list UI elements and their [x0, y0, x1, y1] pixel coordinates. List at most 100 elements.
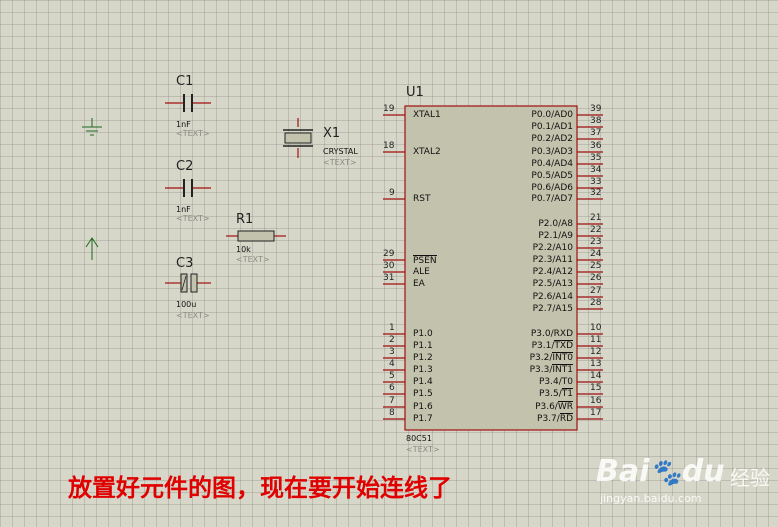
- u1-pin-24-name: P2.3/A11: [532, 255, 573, 265]
- u1-pin-25-number: 25: [590, 261, 602, 271]
- r1-ref-label: R1: [236, 212, 254, 227]
- u1-pin-10-name: P3.0/RXD: [530, 329, 573, 339]
- u1-pin-27-name: P2.6/A14: [532, 292, 573, 302]
- r1-text-placeholder: <TEXT>: [236, 255, 270, 264]
- u1-pin-37-name: P0.2/AD2: [531, 134, 573, 144]
- x1-text-placeholder: <TEXT>: [323, 158, 357, 167]
- u1-pin-24-number: 24: [590, 249, 602, 259]
- u1-pin-12-number: 12: [590, 347, 602, 357]
- u1-pin-14-number: 14: [590, 371, 602, 381]
- u1-pin-32-number: 32: [590, 188, 602, 198]
- paw-icon: 🐾: [649, 458, 682, 488]
- u1-value-label: 80C51: [406, 434, 432, 443]
- u1-pin-16-name: P3.6/WR: [535, 401, 573, 412]
- u1-pin-12-name: P3.2/INT0: [529, 352, 573, 363]
- u1-pin-4-name: P1.3: [413, 365, 433, 375]
- u1-pin-26-name: P2.5/A13: [532, 279, 573, 289]
- u1-pin-34-number: 34: [590, 165, 602, 175]
- u1-pin-23-name: P2.2/A10: [532, 243, 573, 253]
- u1-pin-27-number: 27: [590, 286, 602, 296]
- u1-pin-22-number: 22: [590, 225, 602, 235]
- resistor-r1-symbol[interactable]: [226, 230, 286, 242]
- u1-pin-28-number: 28: [590, 298, 602, 308]
- r1-value-label: 10k: [236, 245, 251, 254]
- instruction-caption: 放置好元件的图，现在要开始连线了: [68, 474, 452, 502]
- u1-pin-31-name: EA: [413, 279, 425, 289]
- watermark-brand: 经验: [730, 466, 770, 490]
- u1-pin-lines: [383, 114, 603, 420]
- c1-ref-label: C1: [176, 74, 194, 89]
- u1-pin-9-number: 9: [389, 188, 395, 198]
- u1-pin-9-name: RST: [413, 194, 431, 204]
- u1-chip-body[interactable]: [404, 105, 578, 431]
- u1-ref-label: U1: [406, 85, 424, 100]
- power-terminal-icon[interactable]: [85, 237, 99, 260]
- u1-pin-35-number: 35: [590, 153, 602, 163]
- u1-pin-13-name: P3.3/INT1: [529, 364, 573, 375]
- u1-pin-7-number: 7: [389, 396, 395, 406]
- c1-text-placeholder: <TEXT>: [176, 129, 210, 138]
- u1-pin-30-name: ALE: [413, 267, 430, 277]
- u1-pin-37-number: 37: [590, 128, 602, 138]
- u1-pin-13-number: 13: [590, 359, 602, 369]
- u1-pin-29-number: 29: [383, 249, 395, 259]
- u1-pin-4-number: 4: [389, 359, 395, 369]
- u1-pin-6-name: P1.5: [413, 389, 433, 399]
- u1-pin-21-name: P2.0/A8: [538, 219, 573, 229]
- u1-pin-30-number: 30: [383, 261, 395, 271]
- u1-pin-2-name: P1.1: [413, 341, 433, 351]
- u1-pin-29-name: PSEN: [413, 255, 437, 266]
- u1-pin-3-name: P1.2: [413, 353, 433, 363]
- c3-value-label: 100u: [176, 300, 197, 309]
- u1-pin-17-name: P3.7/RD: [537, 413, 573, 424]
- u1-pin-1-number: 1: [389, 323, 395, 333]
- c1-value-label: 1nF: [176, 120, 191, 129]
- capacitor-c3-symbol[interactable]: [165, 273, 211, 293]
- u1-pin-5-number: 5: [389, 371, 395, 381]
- ground-icon[interactable]: [82, 118, 102, 136]
- capacitor-c2-symbol[interactable]: [165, 179, 211, 197]
- c2-ref-label: C2: [176, 159, 194, 174]
- u1-pin-32-name: P0.7/AD7: [531, 194, 573, 204]
- u1-pin-15-number: 15: [590, 383, 602, 393]
- u1-pin-8-name: P1.7: [413, 414, 433, 424]
- u1-text-placeholder: <TEXT>: [406, 445, 440, 454]
- u1-pin-33-name: P0.6/AD6: [531, 183, 573, 193]
- capacitor-c1-symbol[interactable]: [165, 94, 211, 112]
- u1-pin-35-name: P0.4/AD4: [531, 159, 573, 169]
- watermark-logo: Bai🐾du: [596, 454, 725, 489]
- u1-pin-10-number: 10: [590, 323, 602, 333]
- u1-pin-34-name: P0.5/AD5: [531, 171, 573, 181]
- u1-pin-7-name: P1.6: [413, 402, 433, 412]
- u1-pin-39-name: P0.0/AD0: [531, 110, 573, 120]
- u1-pin-23-number: 23: [590, 237, 602, 247]
- u1-pin-19-name: XTAL1: [413, 110, 441, 120]
- u1-pin-38-number: 38: [590, 116, 602, 126]
- u1-pin-14-name: P3.4/T0: [539, 377, 573, 387]
- c2-text-placeholder: <TEXT>: [176, 214, 210, 223]
- u1-pin-1-name: P1.0: [413, 329, 433, 339]
- crystal-x1-symbol[interactable]: [283, 118, 313, 158]
- u1-pin-36-name: P0.3/AD3: [531, 147, 573, 157]
- u1-pin-18-name: XTAL2: [413, 147, 441, 157]
- u1-pin-38-name: P0.1/AD1: [531, 122, 573, 132]
- c3-text-placeholder: <TEXT>: [176, 311, 210, 320]
- u1-pin-18-number: 18: [383, 141, 395, 151]
- watermark-url: jingyan.baidu.com: [600, 492, 702, 505]
- u1-pin-19-number: 19: [383, 104, 395, 114]
- u1-pin-25-name: P2.4/A12: [532, 267, 573, 277]
- u1-pin-3-number: 3: [389, 347, 395, 357]
- u1-pin-11-name: P3.1/TXD: [531, 340, 573, 351]
- u1-pin-26-number: 26: [590, 273, 602, 283]
- c2-value-label: 1nF: [176, 205, 191, 214]
- u1-pin-33-number: 33: [590, 177, 602, 187]
- baidu-jingyan-watermark: Bai🐾du 经验 jingyan.baidu.com: [596, 440, 776, 518]
- u1-pin-8-number: 8: [389, 408, 395, 418]
- x1-value-label: CRYSTAL: [323, 147, 358, 156]
- u1-pin-21-number: 21: [590, 213, 602, 223]
- u1-pin-5-name: P1.4: [413, 377, 433, 387]
- u1-pin-31-number: 31: [383, 273, 395, 283]
- u1-pin-17-number: 17: [590, 408, 602, 418]
